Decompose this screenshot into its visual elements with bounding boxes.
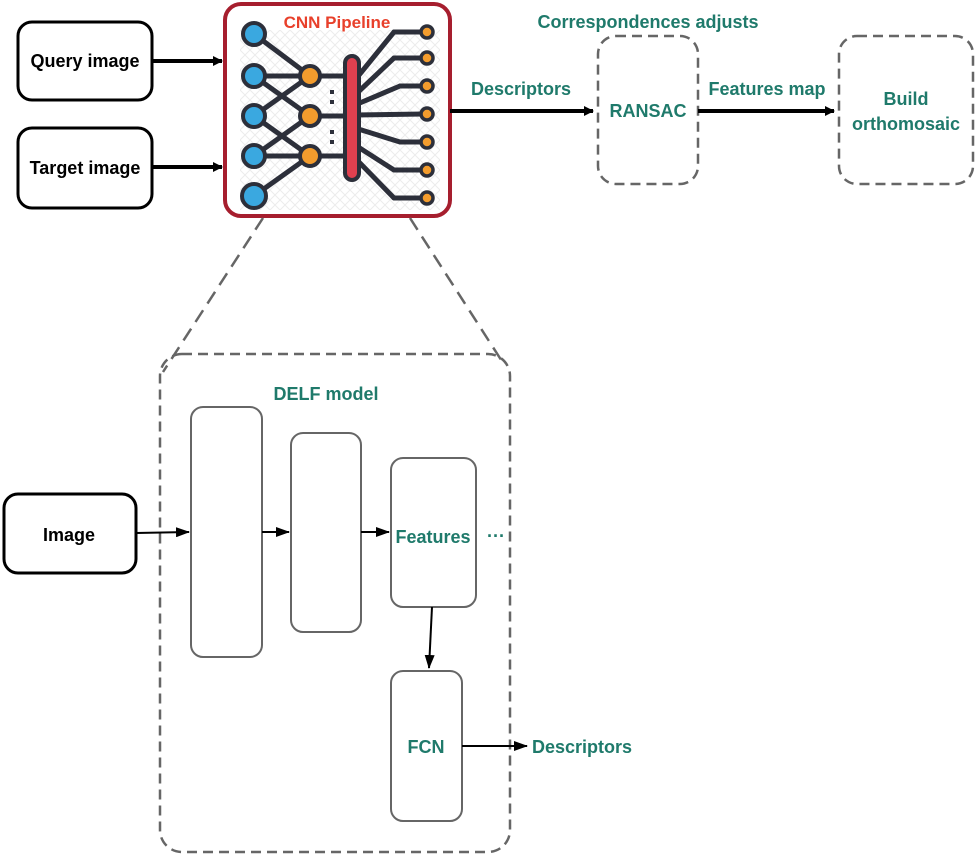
edge-label-descriptors: Descriptors xyxy=(471,79,571,99)
input-neurons-icon xyxy=(240,21,268,210)
delf-image-node: Image xyxy=(2,492,138,575)
query-image-node: Query image xyxy=(16,20,154,102)
features-label: Features xyxy=(395,527,470,547)
delf-output-label: Descriptors xyxy=(532,737,632,757)
fcn-label: FCN xyxy=(408,737,445,757)
conv-layer-2 xyxy=(290,432,362,633)
cnn-pipeline-node: CNN Pipeline xyxy=(223,2,452,218)
edge-label-features-map: Features map xyxy=(708,79,825,99)
build-label-line1: Build xyxy=(884,89,929,109)
delf-model-title: DELF model xyxy=(273,384,378,404)
hidden-neurons-icon xyxy=(298,64,322,168)
arrow-image-to-layer1 xyxy=(135,527,190,538)
arrow-features-to-fcn xyxy=(424,606,435,669)
target-image-label: Target image xyxy=(30,158,141,178)
build-label-line2: orthomosaic xyxy=(852,114,960,134)
target-image-node: Target image xyxy=(16,126,154,210)
output-nodes-icon xyxy=(419,24,435,206)
zoom-connector-right xyxy=(408,217,507,367)
layer-bar-icon xyxy=(343,54,361,182)
correspondences-title: Correspondences adjusts xyxy=(537,12,758,32)
delf-model-container: DELF model xyxy=(158,352,512,854)
features-node: Features xyxy=(390,457,477,608)
conv-layer-1 xyxy=(190,406,263,658)
ellipsis-dots-icon xyxy=(330,90,334,144)
features-ellipsis: ··· xyxy=(487,526,505,546)
build-orthomosaic-node: Build orthomosaic xyxy=(837,34,975,186)
ransac-node: RANSAC xyxy=(596,34,700,186)
cnn-pipeline-title: CNN Pipeline xyxy=(284,13,391,32)
ransac-label: RANSAC xyxy=(609,101,686,121)
delf-image-label: Image xyxy=(43,525,95,545)
query-image-label: Query image xyxy=(30,51,139,71)
fcn-node: FCN xyxy=(390,670,463,822)
zoom-connector-left xyxy=(161,217,265,373)
